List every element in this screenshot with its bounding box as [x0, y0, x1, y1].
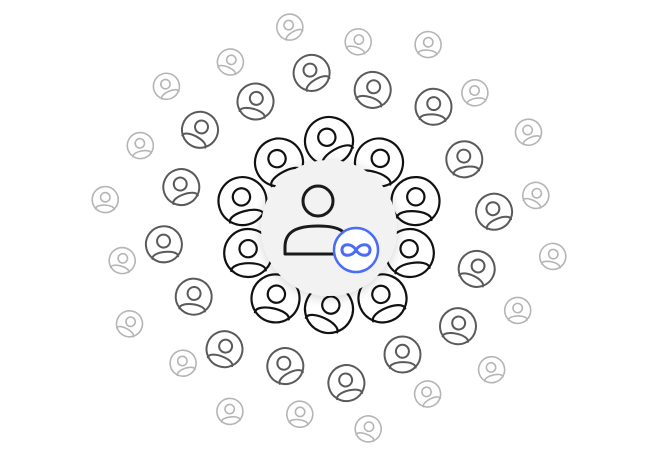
outer-ring-user-icon: [414, 30, 442, 59]
middle-ring-user-icon: [162, 168, 201, 207]
middle-ring-user-icon: [445, 140, 484, 179]
ring-user-icons: [91, 13, 567, 443]
middle-ring-user-icon: [439, 307, 477, 346]
outer-ring-user-icon: [126, 131, 155, 160]
outer-ring-user-icon: [344, 27, 373, 56]
outer-ring-user-icon: [538, 242, 567, 271]
outer-ring-user-icon: [461, 79, 489, 107]
outer-ring-user-icon: [413, 380, 442, 408]
middle-ring-user-icon: [292, 53, 331, 92]
inner-ring-user-icon: [217, 176, 268, 227]
outer-ring-user-icon: [216, 48, 245, 76]
outer-ring-user-icon: [91, 185, 119, 214]
middle-ring-user-icon: [236, 82, 275, 121]
outer-ring-user-icon: [152, 72, 181, 101]
center-user-group: [261, 160, 397, 296]
middle-ring-user-icon: [414, 87, 453, 126]
outer-ring-user-icon: [477, 355, 506, 384]
infinity-icon: [332, 226, 380, 274]
outer-ring-user-icon: [354, 415, 383, 443]
middle-ring-user-icon: [266, 347, 305, 386]
middle-ring-user-icon: [353, 70, 392, 109]
outer-ring-user-icon: [275, 13, 304, 41]
middle-ring-user-icon: [475, 192, 514, 231]
middle-ring-user-icon: [144, 225, 183, 264]
middle-ring-user-icon: [457, 249, 496, 288]
inner-ring-user-icon: [303, 115, 355, 167]
outer-ring-user-icon: [115, 309, 144, 338]
middle-ring-user-icon: [383, 335, 422, 374]
outer-ring-user-icon: [503, 296, 532, 325]
user-icon: [283, 184, 344, 256]
middle-ring-user-icon: [327, 364, 366, 403]
outer-ring-user-icon: [521, 181, 550, 210]
outer-ring-user-icon: [169, 349, 197, 378]
outer-ring-user-icon: [216, 397, 244, 426]
middle-ring-user-icon: [205, 330, 244, 369]
middle-ring-user-icon: [174, 277, 213, 316]
outer-ring-user-icon: [514, 118, 543, 146]
inner-ring-user-icon: [303, 283, 355, 335]
inner-ring-user-icon: [250, 273, 301, 324]
outer-ring-user-icon: [108, 246, 136, 275]
middle-ring-user-icon: [181, 110, 219, 149]
outer-ring-user-icon: [285, 400, 314, 429]
inner-ring-user-icon: [390, 176, 441, 227]
